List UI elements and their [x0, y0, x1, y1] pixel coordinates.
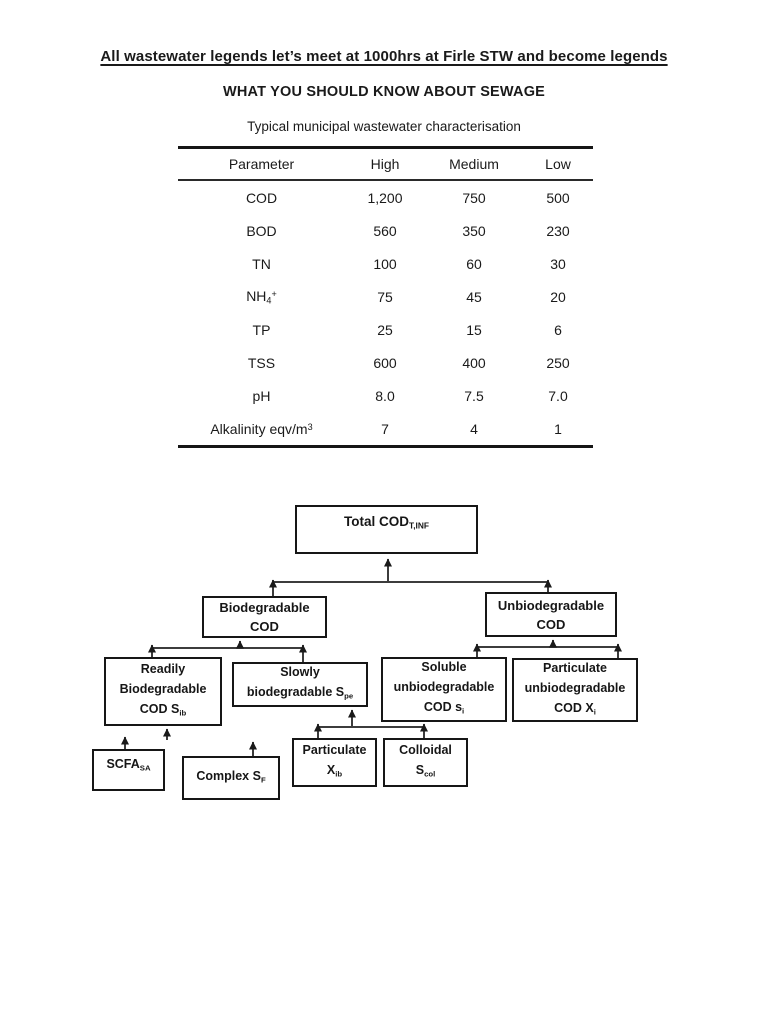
node-label-line: SCFASA [106, 757, 151, 773]
value-cell: 60 [466, 255, 482, 272]
value-cell: 75 [377, 288, 393, 305]
node-slowly-biodegradable: Slowly biodegradable Spe [232, 662, 368, 707]
param-cell: BOD [246, 222, 277, 239]
node-complex-sf: Complex SF [182, 756, 280, 800]
node-label-line: Xib [326, 763, 343, 779]
param-cell: pH [252, 387, 271, 404]
param-cell: COD [245, 189, 278, 206]
value-cell: 45 [466, 288, 482, 305]
value-cell: 500 [546, 189, 570, 206]
node-label-line: biodegradable Spe [246, 685, 354, 701]
value-cell: 600 [373, 354, 397, 371]
table-row: NH4+ 75 45 20 [178, 280, 593, 313]
node-label-line: COD si [423, 700, 465, 716]
node-label-line: Complex SF [196, 768, 266, 785]
table-header-row: Parameter High Medium Low [178, 148, 593, 180]
value-cell: 7.5 [464, 387, 484, 404]
node-label-line: COD Sib [139, 702, 187, 718]
value-cell: 20 [550, 288, 566, 305]
param-cell: Alkalinity eqv/m3 [210, 420, 313, 437]
value-cell: 6 [554, 321, 562, 338]
table-row: Alkalinity eqv/m3 7 4 1 [178, 412, 593, 447]
node-label-line: Colloidal [399, 743, 452, 758]
node-label-line: COD [536, 616, 566, 632]
table-row: COD 1,200 750 500 [178, 180, 593, 214]
value-cell: 8.0 [375, 387, 395, 404]
node-label-line: Readily [140, 662, 186, 677]
node-label-line: unbiodegradable [393, 680, 495, 695]
value-cell: 4 [470, 420, 478, 437]
node-label-line: Particulate [302, 743, 367, 758]
node-total-cod: Total CODT,INF [295, 505, 478, 554]
doc-subtitle: WHAT YOU SHOULD KNOW ABOUT SEWAGE [222, 84, 546, 100]
table-row: BOD 560 350 230 [178, 214, 593, 247]
table-caption: Typical municipal wastewater characteris… [247, 119, 521, 134]
node-label-line: unbiodegradable [524, 680, 626, 695]
table-head: Parameter High Medium Low [178, 148, 593, 180]
table-row: TSS 600 400 250 [178, 346, 593, 379]
doc-title: All wastewater legends let’s meet at 100… [100, 48, 668, 65]
node-label-line: Biodegradable [219, 600, 310, 615]
value-cell: 250 [546, 354, 570, 371]
value-cell: 560 [373, 222, 397, 239]
col-header-medium: Medium [449, 156, 499, 172]
value-cell: 1,200 [367, 189, 403, 206]
table-row: TP 25 15 6 [178, 313, 593, 346]
param-cell: TN [252, 255, 271, 272]
param-cell: TP [252, 321, 271, 338]
node-label-line: COD Xi [554, 700, 596, 717]
value-cell: 400 [462, 354, 486, 371]
col-header-low: Low [545, 156, 571, 172]
value-cell: 7 [381, 420, 389, 437]
col-header-parameter: Parameter [228, 156, 295, 172]
param-cell: TSS [247, 354, 276, 371]
node-label-line: Unbiodegradable [497, 597, 605, 613]
node-label-line: Slowly [280, 665, 320, 680]
param-cell: NH4+ [246, 287, 277, 306]
value-cell: 15 [466, 321, 482, 338]
value-cell: 350 [462, 222, 486, 239]
node-label-line: Particulate [543, 660, 607, 675]
col-header-high: High [370, 156, 400, 172]
value-cell: 7.0 [548, 387, 568, 404]
value-cell: 750 [462, 189, 486, 206]
value-cell: 30 [550, 255, 566, 272]
node-label-line: Biodegradable [119, 682, 207, 697]
node-label-line: COD [250, 619, 279, 634]
value-cell: 100 [373, 255, 397, 272]
value-cell: 230 [546, 222, 570, 239]
table-row: TN 100 60 30 [178, 247, 593, 280]
table-row: pH 8.0 7.5 7.0 [178, 379, 593, 412]
node-label-line: Scol [415, 763, 436, 779]
node-label-line: Total CODT,INF [344, 514, 429, 531]
node-scfa: SCFASA [92, 749, 165, 791]
node-label-line: Soluble [421, 660, 467, 675]
value-cell: 25 [377, 321, 393, 338]
value-cell: 1 [554, 420, 562, 437]
